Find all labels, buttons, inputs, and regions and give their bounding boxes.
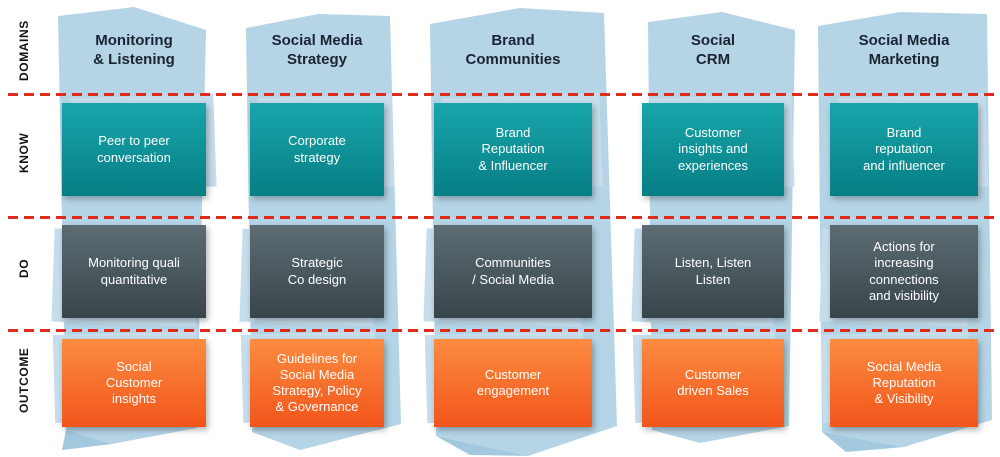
- divider-do-outcome: [8, 329, 994, 332]
- column-brand-communities: Brand Communities Brand Reputation & Inf…: [428, 0, 598, 457]
- banner-accent: [822, 432, 904, 452]
- know-box: Brand reputation and influencer: [830, 103, 978, 196]
- divider-know-do: [8, 216, 994, 219]
- column-header: Brand Communities: [465, 32, 561, 68]
- outcome-box: Customer engagement: [434, 339, 592, 427]
- banner-accent: [62, 430, 112, 450]
- row-label-outcome: OUTCOME: [17, 347, 31, 413]
- column-header: Social CRM: [690, 32, 736, 68]
- column-social-media-strategy: Social Media Strategy Corporate strategy…: [244, 0, 390, 457]
- row-label-know: KNOW: [17, 132, 31, 174]
- divider-domains-know: [8, 93, 994, 96]
- know-box: Brand Reputation & Influencer: [434, 103, 592, 196]
- column-header: Social Media Marketing: [858, 32, 950, 68]
- outcome-box: Guidelines for Social Media Strategy, Po…: [250, 339, 384, 427]
- know-box: Customer insights and experiences: [642, 103, 784, 196]
- banner-accent: [436, 436, 528, 456]
- column-header: Social Media Strategy: [271, 32, 363, 68]
- do-box: Listen, Listen Listen: [642, 225, 784, 318]
- do-box: Monitoring quali quantitative: [62, 225, 206, 318]
- outcome-box: Social Media Reputation & Visibility: [830, 339, 978, 427]
- row-label-do: DO: [17, 258, 31, 278]
- column-social-media-marketing: Social Media Marketing Brand reputation …: [824, 0, 984, 457]
- know-box: Corporate strategy: [250, 103, 384, 196]
- do-box: Communities / Social Media: [434, 225, 592, 318]
- column-header: Monitoring & Listening: [93, 32, 175, 68]
- do-box: Actions for increasing connections and v…: [830, 225, 978, 318]
- outcome-box: Customer driven Sales: [642, 339, 784, 427]
- do-box: Strategic Co design: [250, 225, 384, 318]
- column-monitoring-listening: Monitoring & Listening Peer to peer conv…: [56, 0, 212, 457]
- outcome-box: Social Customer insights: [62, 339, 206, 427]
- know-box: Peer to peer conversation: [62, 103, 206, 196]
- column-social-crm: Social CRM Customer insights and experie…: [636, 0, 790, 457]
- row-label-domains: DOMAINS: [17, 20, 31, 82]
